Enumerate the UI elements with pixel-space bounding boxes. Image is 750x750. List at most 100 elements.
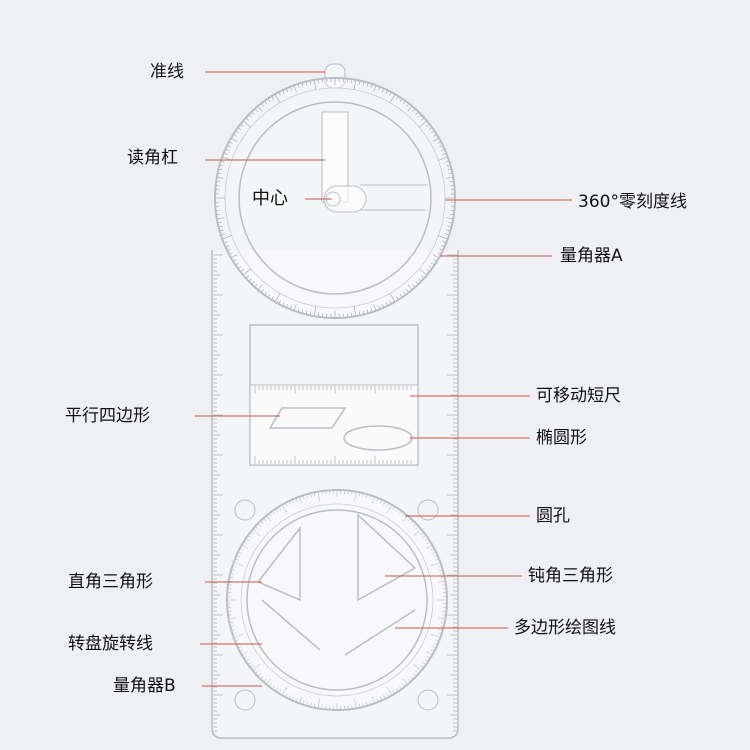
protractor-a-inner xyxy=(238,101,432,295)
protractor-a-tick xyxy=(428,265,432,269)
protractor-b-tick xyxy=(314,703,316,707)
protractor-b-tick xyxy=(266,516,272,522)
protractor-a-tick xyxy=(219,168,223,171)
protractor-a-tick xyxy=(286,89,289,93)
protractor-b-tick xyxy=(261,676,264,679)
protractor-b-tick xyxy=(231,573,235,575)
protractor-a-tick xyxy=(389,94,395,103)
protractor-b-tick xyxy=(371,696,375,703)
protractor-a-tick xyxy=(246,275,249,278)
protractor-b-tick xyxy=(396,509,399,513)
protractor-a-tick xyxy=(236,262,239,265)
protractor-a-tick xyxy=(428,127,432,131)
protractor-a-tick xyxy=(220,164,224,167)
protractor-a-tick xyxy=(366,309,369,313)
protractor-a-tick xyxy=(243,268,251,275)
protractor-a-tick xyxy=(402,101,406,105)
protractor-b-tick xyxy=(237,555,241,558)
protractor-b-tick xyxy=(255,670,259,674)
protractor-b-tick xyxy=(430,633,440,638)
protractor-a-tick xyxy=(373,304,376,310)
protractor-a-tick xyxy=(412,284,415,287)
protractor-b-tick xyxy=(238,551,242,554)
protractor-a-tick xyxy=(431,131,434,134)
protractor-a-tick xyxy=(233,259,237,262)
protractor-a-tick xyxy=(406,104,409,107)
protractor-b-tick xyxy=(242,545,248,549)
protractor-a-tick xyxy=(231,254,238,258)
parallelogram-cutout xyxy=(268,407,347,429)
protractor-a-tick xyxy=(446,177,453,179)
protractor-b-tick xyxy=(234,562,244,567)
protractor-a-tick xyxy=(407,284,412,290)
protractor-b-tick xyxy=(433,642,437,645)
protractor-a-tick xyxy=(389,300,392,304)
right-triangle-cutout xyxy=(256,525,301,602)
protractor-b-tick xyxy=(386,503,389,507)
protractor-b-tick xyxy=(383,501,386,505)
round-hole xyxy=(234,689,256,711)
protractor-a-tick xyxy=(219,225,223,228)
protractor-a-tick xyxy=(238,127,242,131)
protractor-a-tick xyxy=(297,308,300,312)
protractor-a-tick xyxy=(220,229,224,232)
protractor-a-tick xyxy=(419,121,427,128)
protractor-b-tick xyxy=(402,678,408,684)
protractor-a-tick xyxy=(241,269,244,272)
protractor-a-tick xyxy=(271,296,274,300)
protractor-b-tick xyxy=(438,617,445,620)
protractor-b-tick xyxy=(232,569,236,572)
protractor-a-tick xyxy=(448,172,452,175)
protractor-a-tick xyxy=(370,84,373,88)
protractor-a-tick xyxy=(447,168,451,171)
slot-cutout xyxy=(360,184,428,211)
protractor-a-tick xyxy=(412,109,415,112)
protractor-a-tick xyxy=(261,289,264,292)
protractor-b-tick xyxy=(314,493,316,497)
protractor-a-tick xyxy=(226,149,230,152)
dial xyxy=(246,509,428,691)
protractor-b-tick xyxy=(362,702,364,706)
protractor-b-tick xyxy=(437,566,441,568)
protractor-a-tick xyxy=(314,306,317,316)
protractor-b-tick xyxy=(439,625,443,627)
protractor-b-tick xyxy=(317,492,320,502)
protractor-b-tick xyxy=(376,498,379,502)
protractor-b-tick xyxy=(438,580,445,583)
protractor-b-tick xyxy=(376,698,379,702)
protractor-b-tick xyxy=(396,687,399,691)
protractor-a-tick xyxy=(218,172,222,175)
protractor-a-tick xyxy=(426,269,429,272)
protractor-a-tick xyxy=(399,294,402,297)
protractor-b-tick xyxy=(433,555,437,558)
protractor-a-tick xyxy=(249,115,252,118)
protractor-b-tick xyxy=(240,649,244,652)
protractor-a-tick xyxy=(402,291,406,295)
protractor-b-tick xyxy=(379,696,382,700)
protractor-a-tick xyxy=(446,229,450,232)
protractor-b-tick xyxy=(379,500,382,504)
protractor-b-tick xyxy=(310,702,312,706)
protractor-b-tick xyxy=(233,632,237,634)
protractor-b-tick xyxy=(415,526,419,530)
protractor-a-tick xyxy=(305,310,308,314)
protractor-a-tick xyxy=(290,305,292,309)
protractor-a-tick xyxy=(243,121,251,128)
protractor-a-tick xyxy=(268,99,271,102)
protractor-a-tick xyxy=(446,164,450,167)
protractor-a-tick xyxy=(261,104,264,107)
label-round-hole: 圆孔 xyxy=(536,506,570,526)
protractor-b-tick xyxy=(303,700,305,704)
protractor-b-tick xyxy=(250,532,254,535)
protractor-a-tick xyxy=(448,221,452,224)
protractor-b-tick xyxy=(440,621,444,623)
protractor-a-tick xyxy=(389,92,392,96)
protractor-a-tick xyxy=(252,112,255,115)
ruler-body xyxy=(211,250,459,739)
protractor-b-tick xyxy=(438,569,442,572)
round-hole xyxy=(417,689,439,711)
protractor-a-tick xyxy=(278,300,281,304)
protractor-a-tick xyxy=(446,217,453,219)
protractor-a-tick xyxy=(439,145,443,148)
protractor-b-tick xyxy=(430,548,434,551)
